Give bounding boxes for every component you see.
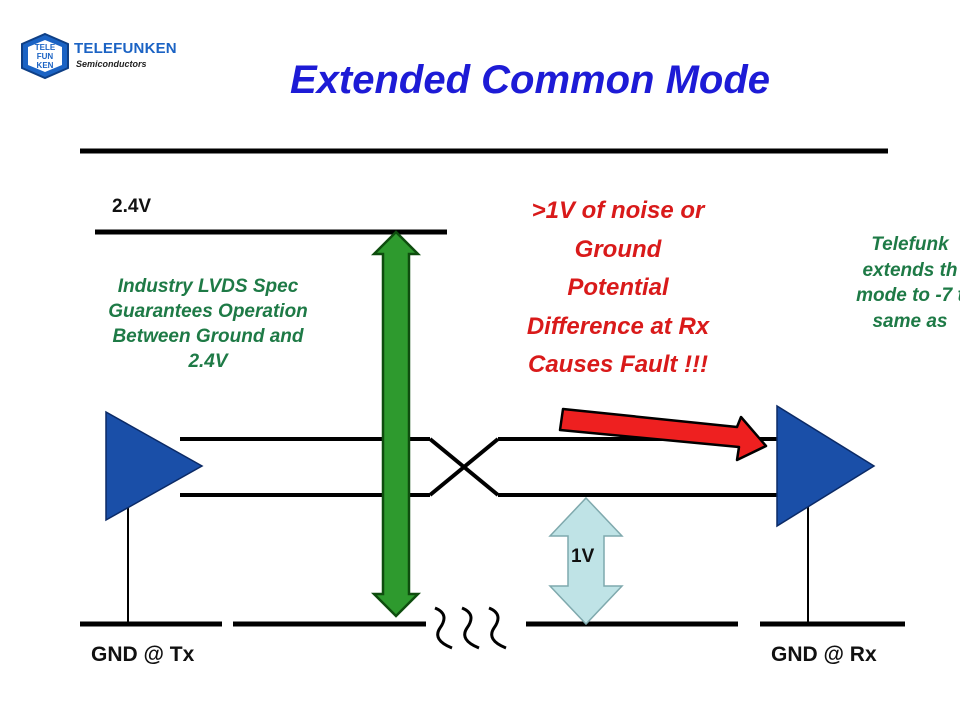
telefunken-line-1: Telefunk (871, 234, 949, 255)
fault-line-1: >1V of noise or (531, 197, 705, 224)
offset-label: 1V (571, 546, 595, 567)
industry-spec-line-1: Industry LVDS Spec (117, 276, 299, 297)
fault-line-2: Ground (574, 235, 662, 263)
brand-name: TELEFUNKEN (74, 40, 177, 57)
green-double-arrow-icon (370, 230, 422, 618)
fault-line-5: Causes Fault !!! (527, 351, 709, 378)
offset-double-arrow-icon (548, 496, 624, 626)
fault-line-3: Potential (567, 274, 669, 301)
fault-line-4: Difference at Rx (526, 312, 710, 340)
industry-spec-line-4: 2.4V (188, 351, 228, 372)
industry-spec-line-2: Guarantees Operation (108, 301, 308, 322)
crossover-line-2 (428, 437, 500, 497)
industry-spec-line-3: Between Ground and (112, 326, 304, 347)
gnd-rx-label: GND @ Rx (771, 643, 877, 666)
rx-receiver-icon (776, 404, 876, 528)
telefunken-note: Telefunk extends th mode to -7 t same as (800, 232, 960, 334)
signal-pair (180, 437, 778, 497)
telefunken-line-2: extends th (862, 259, 958, 281)
slide-title: Extended Common Mode (289, 58, 771, 102)
tx-driver-icon (105, 410, 204, 522)
red-fault-arrow-icon (558, 407, 768, 462)
gnd-tx-label: GND @ Tx (91, 643, 195, 666)
noise-squiggle-icon (434, 606, 507, 650)
telefunken-line-3: mode to -7 t (856, 285, 960, 306)
industry-spec-note: Industry LVDS Spec Guarantees Operation … (60, 274, 356, 374)
telefunken-line-4: same as (872, 310, 948, 332)
fault-note: >1V of noise or Ground Potential Differe… (478, 192, 758, 385)
logo-badge-line-1: TELE (35, 43, 56, 52)
logo-badge-line-3: KEN (37, 61, 54, 70)
brand-subtitle: Semiconductors (76, 59, 147, 69)
telefunken-logo-icon: TELE FUN KEN (21, 32, 69, 80)
logo-badge-line-2: FUN (37, 52, 54, 61)
voltage-top-label: 2.4V (112, 196, 152, 217)
